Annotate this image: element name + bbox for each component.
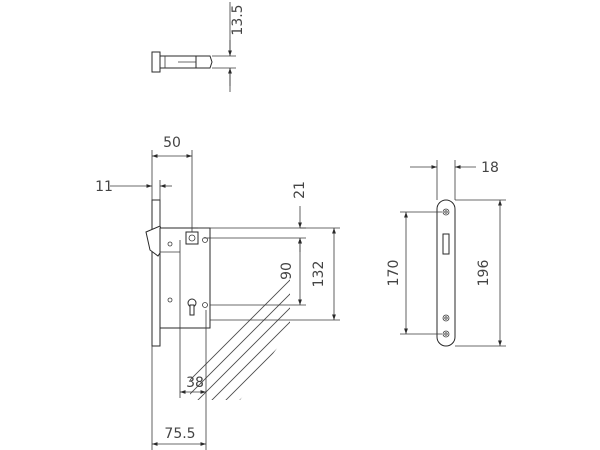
dim-top-offset: 21 [198, 181, 308, 252]
hatch-line [261, 176, 290, 400]
hatch-line [289, 176, 290, 400]
dim-faceplate-width: 18 [410, 160, 499, 200]
hatch-line [275, 176, 290, 400]
latch-slot [442, 233, 450, 255]
hatch-line [374, 170, 600, 420]
dim-faceplate-length: 196 [455, 199, 506, 347]
dim-front-offset: 11 [95, 179, 172, 226]
hatch-line [190, 176, 290, 400]
hatch-line [191, 176, 290, 400]
dim-cylinder-offset: 38 [179, 310, 207, 398]
dim-label-faceplate-width: 18 [481, 160, 499, 176]
dim-follower-cylinder: 90 [210, 238, 306, 306]
dim-screw-spacing: 170 [386, 211, 442, 335]
hatch-line [304, 170, 554, 420]
bolt-side-view [151, 51, 236, 73]
dim-label-backset: 50 [163, 135, 181, 151]
hatch-line [247, 176, 290, 400]
dim-label-faceplate-length: 196 [476, 260, 492, 287]
dim-backset: 50 [151, 135, 193, 232]
dim-label-faceplate-inner: 132 [311, 261, 327, 288]
hatch-line [444, 170, 600, 420]
lock-case [145, 199, 211, 347]
hatch-line [219, 176, 290, 400]
follower-hub [185, 231, 199, 245]
dim-label-front-offset: 11 [95, 179, 113, 195]
hatch-line [388, 170, 600, 420]
hatch-line [402, 170, 600, 420]
dim-bolt-height: 13.5 [228, 2, 246, 92]
hatch-line [190, 176, 290, 400]
dim-label-follower-cylinder: 90 [279, 262, 295, 280]
dim-label-case-depth: 75.5 [164, 426, 195, 442]
dim-label-bolt-height: 13.5 [230, 4, 246, 35]
dim-label-top-offset: 21 [292, 181, 308, 199]
dim-case-depth: 75.5 [151, 346, 207, 450]
hatch-line [205, 176, 290, 400]
hatch-line [346, 170, 596, 420]
dim-label-cylinder-offset: 38 [186, 375, 204, 391]
wall-hatching [190, 170, 600, 420]
hatch-line [360, 170, 600, 420]
dim-label-screw-spacing: 170 [386, 260, 402, 287]
dim-faceplate-inner: 132 [210, 227, 340, 321]
hatch-line [332, 170, 582, 420]
faceplate-front-view [436, 199, 456, 347]
